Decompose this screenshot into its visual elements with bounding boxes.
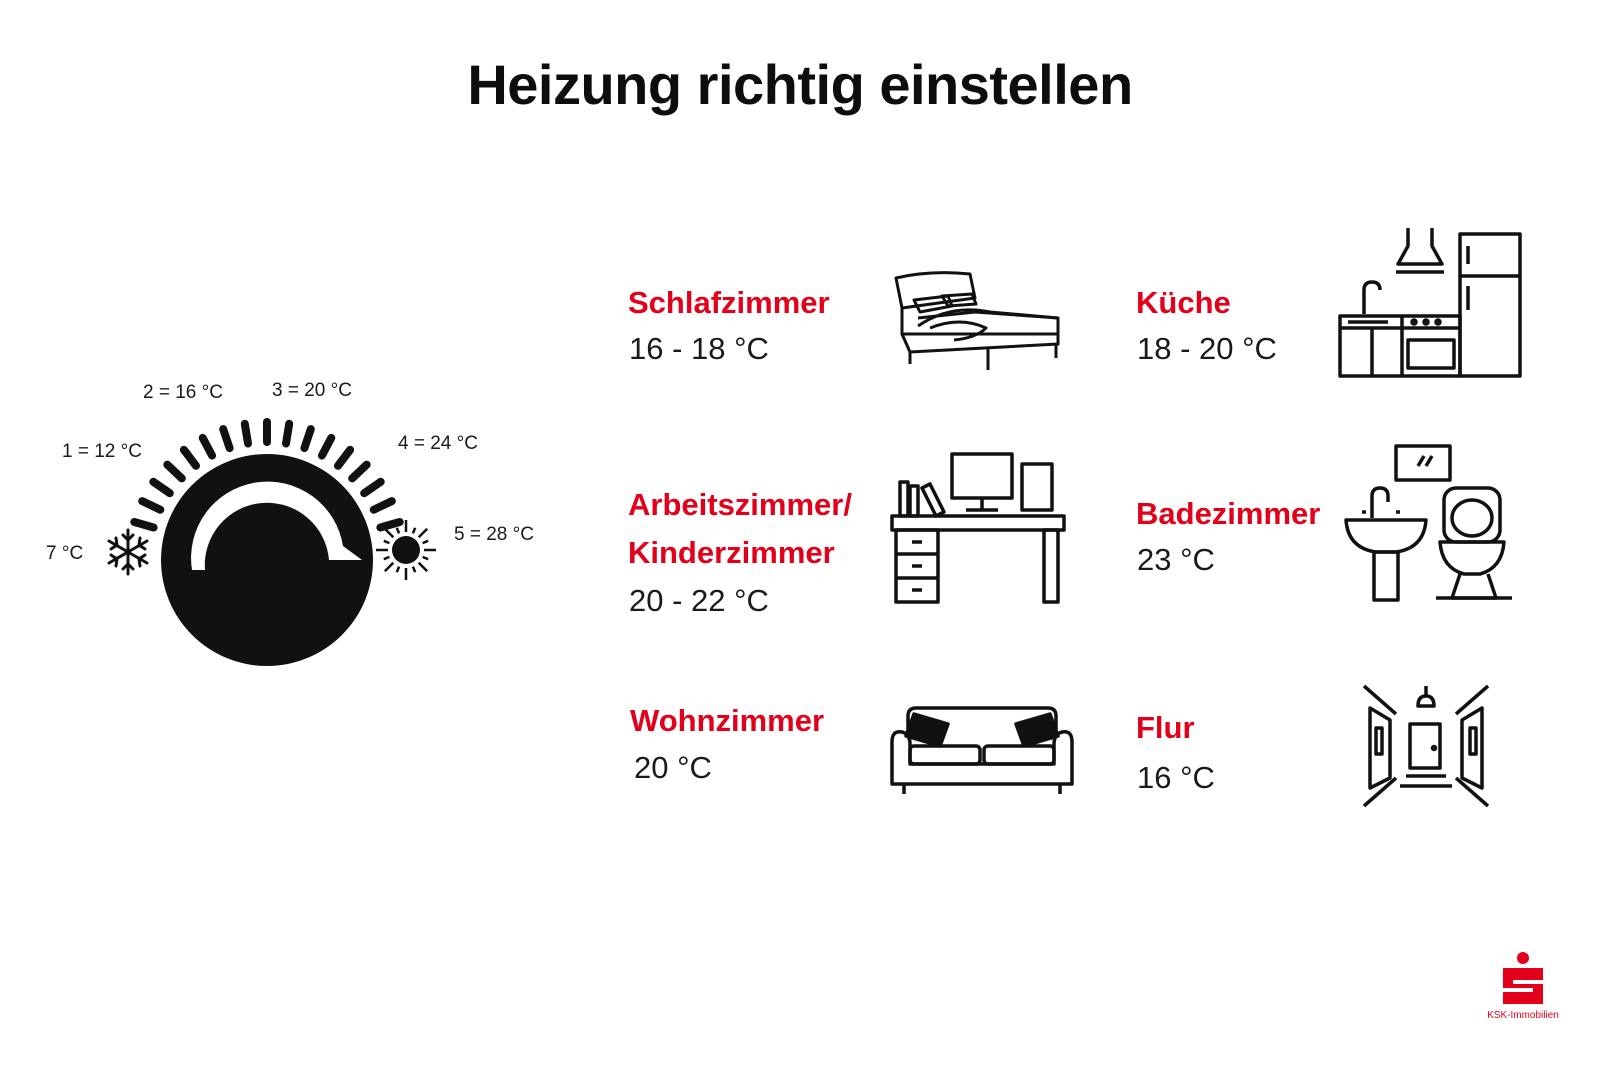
dial-tick	[219, 425, 234, 453]
sun-ray	[411, 566, 417, 573]
snowflake-icon	[107, 528, 149, 576]
room-name-kueche: Küche	[1136, 285, 1231, 320]
sun-ray	[417, 561, 429, 573]
room-name-wohnzimmer: Wohnzimmer	[630, 703, 825, 738]
thermostat-dial: 7 °C 1 = 12 °C 2 = 16 °C 3 = 20 °C 4 = 2…	[0, 340, 600, 720]
room-temp-flur: 16 °C	[1137, 760, 1215, 795]
dial-label-7: 7 °C	[46, 543, 84, 564]
brand-name: KSK-Immobilien	[1487, 1010, 1559, 1021]
dial-tick	[179, 445, 200, 470]
bathroom-icon	[1344, 444, 1512, 602]
dial-tick	[369, 497, 396, 514]
sofa-icon	[890, 706, 1074, 794]
dial-indicator-arc	[191, 481, 362, 570]
sun-ray	[383, 555, 390, 561]
sun-ray	[383, 527, 395, 539]
dial-tick	[282, 419, 294, 448]
dial-tick	[138, 497, 165, 514]
room-temp-schlafzimmer: 16 - 18 °C	[629, 331, 769, 366]
dial-label-5: 5 = 28 °C	[454, 524, 534, 545]
room-temp-kueche: 18 - 20 °C	[1137, 331, 1277, 366]
sun-ray	[417, 527, 429, 539]
dial-tick	[130, 518, 158, 532]
dial-tick	[334, 445, 355, 470]
dial-label-3: 3 = 20 °C	[272, 380, 352, 401]
sun-ray	[395, 527, 401, 534]
desk-icon	[890, 452, 1066, 604]
dial-tick	[317, 433, 336, 460]
dial-label-4: 4 = 24 °C	[398, 433, 478, 454]
dial-tick	[198, 433, 217, 460]
room-temp-wohnzimmer: 20 °C	[634, 750, 712, 785]
kitchen-icon	[1338, 228, 1522, 378]
dial-tick	[149, 477, 174, 498]
room-name-arbeitszimmer: Arbeitszimmer/	[628, 487, 852, 522]
dial-tick	[240, 419, 252, 448]
brand: KSK-Immobilien	[1478, 950, 1568, 1021]
dial-tick	[360, 477, 385, 498]
sun-ray	[383, 561, 395, 573]
sun-ray	[395, 566, 401, 573]
dial-graphic	[107, 418, 436, 666]
room-temp-badezimmer: 23 °C	[1137, 542, 1215, 577]
room-name-schlafzimmer: Schlafzimmer	[628, 285, 830, 320]
page-title: Heizung richtig einstellen	[467, 53, 1133, 116]
room-temp-arbeitszimmer: 20 - 22 °C	[629, 583, 769, 618]
sparkasse-logo	[1503, 952, 1543, 1004]
dial-tick	[348, 460, 371, 483]
room-name-badezimmer: Badezimmer	[1136, 496, 1321, 531]
dial-tick	[163, 460, 186, 483]
hallway-icon	[1362, 684, 1490, 808]
dial-label-2: 2 = 16 °C	[143, 382, 223, 403]
dial-ticks	[130, 418, 404, 532]
room-name-flur: Flur	[1136, 710, 1195, 745]
sun-ray	[383, 539, 390, 545]
room-name-kinderzimmer: Kinderzimmer	[628, 535, 835, 570]
sun-ray	[422, 555, 429, 561]
dial-label-1: 1 = 12 °C	[62, 441, 142, 462]
sun-icon	[376, 520, 436, 580]
bed-icon	[894, 271, 1060, 370]
dial-tick	[300, 425, 315, 453]
dial-tick	[376, 518, 404, 532]
sun-ray	[422, 539, 429, 545]
sun-ray	[411, 527, 417, 534]
